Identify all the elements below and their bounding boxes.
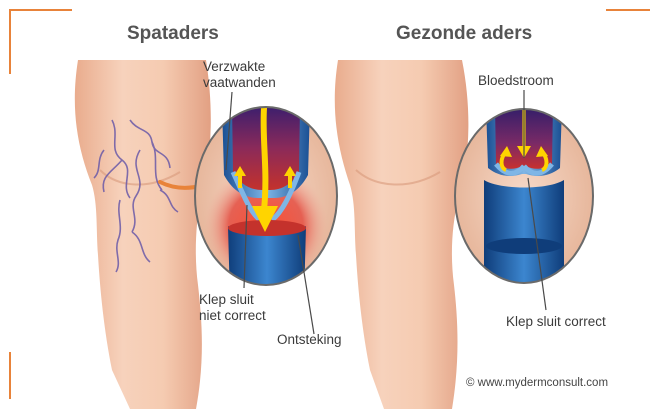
- label-klep-sluit-correct: Klep sluit correct: [506, 314, 606, 330]
- right-leg: [335, 60, 469, 409]
- label-bloedstroom: Bloedstroom: [478, 73, 554, 89]
- label-klep-sluit-niet-correct: Klep sluit niet correct: [199, 292, 266, 324]
- title-gezonde-aders: Gezonde aders: [396, 23, 532, 45]
- copyright-text: © www.mydermconsult.com: [466, 377, 608, 389]
- title-spataders: Spataders: [127, 23, 219, 45]
- label-verzwakte-vaatwanden: Verzwakte vaatwanden: [203, 59, 276, 91]
- left-zoom-circle: [195, 105, 337, 300]
- left-leg: [75, 60, 211, 409]
- label-ontsteking: Ontsteking: [277, 332, 342, 348]
